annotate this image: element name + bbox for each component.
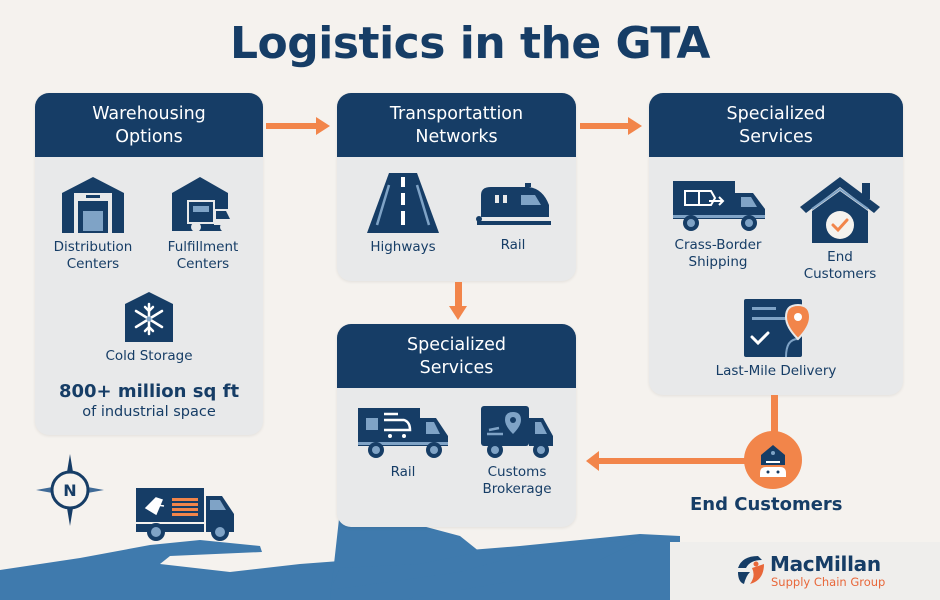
item-rail: Rail (463, 179, 563, 254)
item-label: Highways (370, 239, 436, 255)
compass-icon: N (36, 454, 104, 526)
item-end-customers: End Customers (785, 173, 895, 283)
item-label: Fulfillment (167, 239, 239, 255)
item-label: Cold Storage (105, 348, 193, 364)
item-label: Customers (803, 266, 877, 282)
logo-subtitle: Supply Chain Group (771, 575, 886, 589)
rail-truck-icon (358, 408, 448, 458)
compass-label: N (63, 481, 76, 500)
item-label: Crass-Border (674, 237, 762, 253)
item-cross-border-shipping: Crass-Border Shipping (663, 177, 773, 271)
highway-icon (367, 173, 439, 233)
card-warehousing-options: Warehousing Options Distribution Centers… (35, 93, 263, 435)
lake-water-center (330, 502, 640, 600)
card-transportation-networks: Transportattion Networks Highways Rail (337, 93, 576, 281)
card-header: Specialized Services (649, 93, 903, 157)
item-customs-brokerage: Customs Brokerage (465, 404, 569, 498)
warehouse-icon (62, 177, 124, 233)
stat-label: of industrial space (82, 404, 216, 420)
item-last-mile-delivery: Last-Mile Delivery (701, 297, 851, 380)
item-label: Rail (390, 464, 416, 480)
arrow-end-customers-to-services (586, 451, 747, 471)
card-title-line: Services (419, 358, 494, 378)
connector-last-mile-to-end-customers (771, 395, 778, 435)
item-highways: Highways (355, 171, 451, 256)
card-header: Transportattion Networks (337, 93, 576, 157)
fulfillment-truck-icon (172, 177, 234, 232)
page-title: Logistics in the GTA (230, 18, 710, 69)
item-label: Centers (176, 256, 230, 272)
arrow-transport-to-specialized-middle (449, 282, 467, 320)
card-title-line: Specialized (407, 335, 506, 355)
item-label: Rail (500, 237, 526, 253)
arrow-transport-to-specialized (580, 117, 642, 135)
item-distribution-centers: Distribution Centers (43, 173, 143, 273)
item-label: Customs (487, 464, 547, 480)
card-specialized-services-top: Specialized Services Crass-Border Shippi… (649, 93, 903, 395)
logo-name: MacMillan (770, 552, 881, 576)
card-header: Warehousing Options (35, 93, 263, 157)
card-title-line: Options (115, 127, 183, 147)
end-customers-label: End Customers (690, 494, 843, 515)
item-cold-storage: Cold Storage (89, 288, 209, 365)
snowflake-icon (125, 292, 173, 342)
card-title-line: Warehousing (92, 104, 206, 124)
home-car-icon (744, 431, 802, 489)
item-fulfillment-centers: Fulfillment Centers (153, 173, 253, 273)
house-check-icon (800, 177, 880, 243)
company-logo: MacMillan Supply Chain Group (670, 542, 940, 600)
arrow-warehousing-to-transport (266, 117, 330, 135)
train-icon (476, 183, 551, 225)
card-title-line: Services (739, 127, 813, 147)
delivery-truck-icon (136, 488, 234, 541)
item-label: Shipping (688, 254, 748, 270)
item-label: Distribution (53, 239, 133, 255)
card-title-line: Specialized (726, 104, 826, 124)
item-label: Centers (66, 256, 120, 272)
item-label: Last-Mile Delivery (715, 363, 837, 379)
logo-mark-icon (738, 556, 764, 584)
card-title-line: Networks (415, 127, 498, 147)
item-label: End (827, 249, 853, 265)
item-label: Brokerage (482, 481, 552, 497)
truck-icon (673, 181, 765, 231)
customs-truck-icon (481, 406, 553, 458)
card-header: Specialized Services (337, 324, 576, 388)
stat-value: 800+ million sq ft (58, 381, 240, 402)
card-specialized-services-middle: Specialized Services Rail Customs (337, 324, 576, 527)
card-title-line: Transportattion (389, 104, 524, 124)
item-rail-service: Rail (351, 404, 455, 481)
delivery-map-icon (744, 299, 812, 358)
